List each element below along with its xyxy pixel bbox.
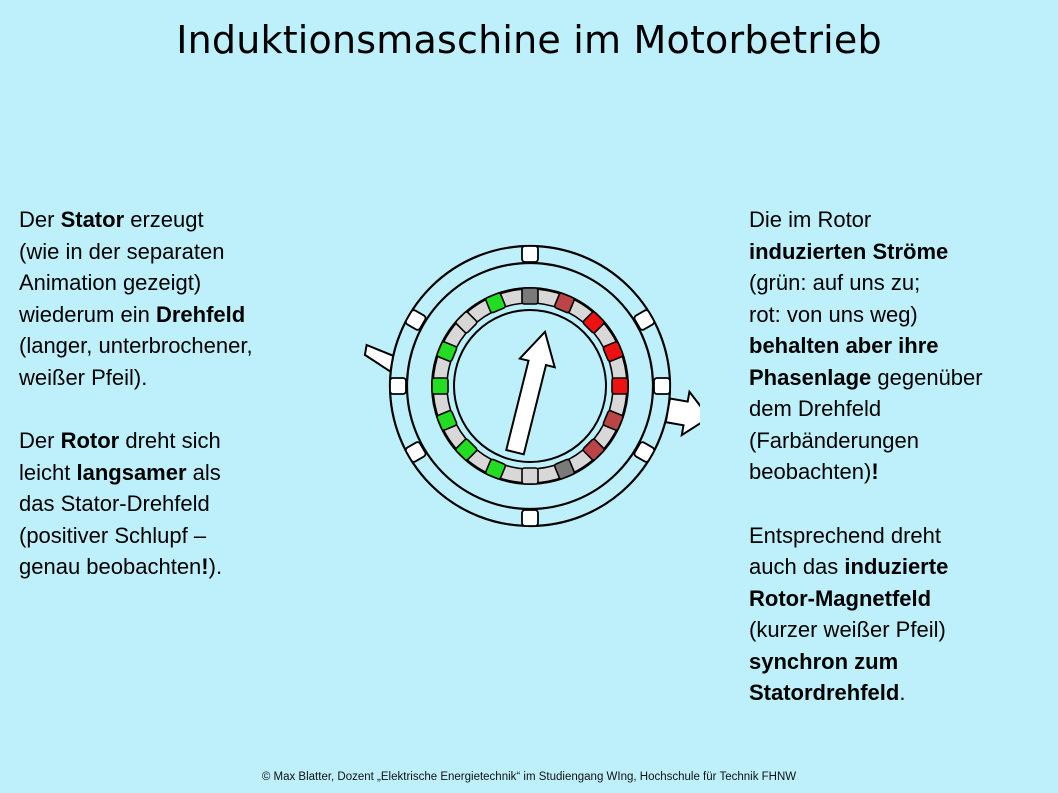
text-run: !	[201, 554, 209, 579]
rotor-bar	[553, 292, 575, 314]
stator-slot	[653, 377, 671, 395]
rotor-bar	[485, 458, 507, 480]
rotor-bar	[602, 409, 624, 431]
rotor-bar	[455, 311, 478, 334]
text-run: auch das	[749, 554, 845, 579]
rotor-bar	[553, 458, 575, 480]
text-run: (kurzer weißer Pfeil)	[749, 617, 946, 642]
copyright-footer: © Max Blatter, Dozent „Elektrische Energ…	[261, 771, 797, 783]
rotor-bar	[582, 438, 605, 461]
rotor-bar	[521, 287, 539, 305]
stator-slot	[521, 245, 539, 263]
stator-slot	[404, 309, 427, 331]
text-run: behalten aber ihre	[749, 333, 939, 358]
text-run: Entsprechend dreht	[749, 522, 942, 548]
text-run: Rotor	[60, 428, 120, 453]
text-run: .	[899, 680, 906, 705]
induced-currents-paragraph: Die im Rotor induzierten Ströme (grün: auf…	[749, 204, 1049, 488]
text-run: gegenüber	[871, 364, 983, 390]
rotor-bar	[521, 467, 539, 485]
rotor-paragraph: Der Rotor dreht sich leicht langsamer als…	[19, 425, 339, 583]
rotor-bar	[436, 409, 458, 431]
text-run: Animation gezeigt)	[19, 270, 202, 295]
text-run: (langer, unterbrochener,	[19, 333, 253, 358]
text-run: das Stator-Drehfeld	[19, 491, 210, 516]
text-run: dem Drehfeld	[749, 396, 882, 421]
induction-motor-diagram	[363, 244, 700, 528]
stator-slot	[389, 377, 407, 395]
stator-inner-circle	[405, 261, 655, 511]
text-run: leicht	[19, 459, 77, 485]
rotor-current-description: Die im Rotor induzierten Ströme (grün: auf…	[749, 204, 1049, 709]
text-run: Phasenlage	[749, 364, 872, 390]
text-run: langsamer	[76, 459, 187, 485]
text-run: weißer Pfeil).	[19, 364, 148, 390]
rotor-magnetic-field-arrow	[505, 329, 557, 456]
rotor-bar	[431, 377, 449, 395]
rotor-bar	[436, 341, 458, 363]
text-run: Statordrehfeld	[749, 680, 900, 705]
rotor-bar	[485, 292, 507, 314]
text-run: rot: von uns weg)	[749, 301, 918, 327]
text-run: beobachten)	[749, 459, 872, 484]
text-run: induzierte	[844, 554, 949, 579]
text-run: Der	[19, 207, 61, 232]
stator-slot	[633, 441, 656, 463]
stator-field-arrow-tail	[363, 343, 395, 374]
rotor-bar	[611, 377, 629, 395]
text-run: (wie in der separaten	[19, 238, 225, 264]
rotor-bar	[455, 438, 478, 461]
text-run: Stator	[60, 207, 125, 232]
page-title: Induktionsmaschine im Motorbetrieb	[176, 18, 882, 62]
rotor-bar	[582, 311, 605, 334]
text-run: induzierten Ströme	[749, 238, 949, 264]
text-run: synchron zum	[749, 648, 899, 674]
text-run: !	[871, 459, 879, 484]
text-run: dreht sich	[119, 428, 221, 453]
text-run: (Farbänderungen	[749, 427, 920, 453]
text-run: ).	[208, 554, 223, 579]
text-run: erzeugt	[124, 207, 204, 232]
text-run: als	[186, 459, 221, 485]
text-run: (grün: auf uns zu;	[749, 270, 921, 295]
text-run: wiederum ein	[19, 301, 156, 327]
text-run: Die im Rotor	[749, 207, 872, 232]
text-run: genau beobachten	[19, 554, 202, 579]
text-run: (positiver Schlupf –	[19, 522, 207, 548]
text-run: Drehfeld	[155, 301, 246, 327]
rotor-core-circle	[453, 309, 607, 463]
stator-field-arrow-head	[664, 389, 700, 438]
stator-slot	[521, 509, 539, 527]
rotor-bar	[602, 341, 624, 363]
stator-slot	[404, 441, 427, 463]
text-run: Der	[19, 428, 61, 453]
text-run: Rotor-Magnetfeld	[749, 585, 932, 611]
stator-slot	[633, 309, 656, 331]
